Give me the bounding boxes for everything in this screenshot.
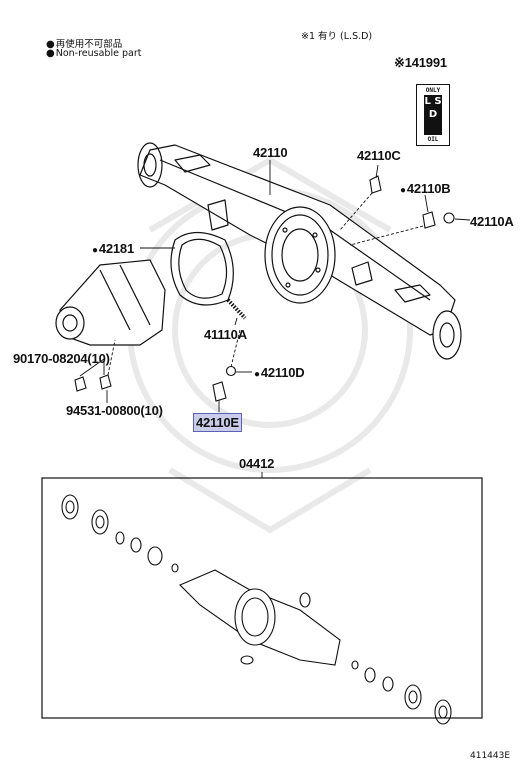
label-42181[interactable]: 42181 xyxy=(92,241,134,256)
label-90170-08204[interactable]: 90170-08204(10) xyxy=(13,351,110,366)
lsd-plate-bottom: OIL xyxy=(427,136,439,143)
lsd-oil-plate: ONLY L S D OIL xyxy=(416,84,450,146)
label-42181-text: 42181 xyxy=(98,241,134,256)
label-42110d-text: 42110D xyxy=(260,365,305,380)
label-42110b-text: 42110B xyxy=(406,181,451,196)
legend-japanese: 再使用不可部品 xyxy=(46,36,122,50)
differential-carrier-drawing xyxy=(55,259,166,346)
lsd-note: ※1 有り (L.S.D) xyxy=(301,31,373,42)
fasteners-drawing xyxy=(74,175,455,402)
leader-lines xyxy=(79,160,471,478)
label-04412[interactable]: 04412 xyxy=(239,456,275,471)
label-42110a[interactable]: 42110A xyxy=(470,214,514,229)
label-42110c[interactable]: 42110C xyxy=(357,148,401,163)
lsd-plate-main: L S D xyxy=(424,95,442,135)
non-reusable-dot-icon xyxy=(400,181,407,196)
non-reusable-dot-icon xyxy=(46,39,56,50)
label-42110[interactable]: 42110 xyxy=(253,145,288,160)
label-42110b[interactable]: 42110B xyxy=(400,181,451,196)
label-42110d[interactable]: 42110D xyxy=(254,365,305,380)
legend-english-text: Non-reusable part xyxy=(55,48,142,59)
kit-box xyxy=(41,477,483,725)
lsd-plate-top: ONLY xyxy=(425,87,441,94)
label-94531-00800[interactable]: 94531-00800(10) xyxy=(66,403,163,418)
axle-housing-drawing xyxy=(137,142,462,360)
non-reusable-dot-icon xyxy=(46,48,56,59)
legend-english: Non-reusable part xyxy=(46,48,141,59)
label-41110a[interactable]: 41110A xyxy=(204,327,247,342)
non-reusable-dot-icon xyxy=(92,241,99,256)
illustration-code: 411443E xyxy=(470,751,511,761)
legend-japanese-text: 再使用不可部品 xyxy=(55,39,123,50)
label-42110e-selected[interactable]: 42110E xyxy=(193,413,242,432)
label-41991[interactable]: ※141991 xyxy=(394,55,447,70)
non-reusable-dot-icon xyxy=(254,365,261,380)
